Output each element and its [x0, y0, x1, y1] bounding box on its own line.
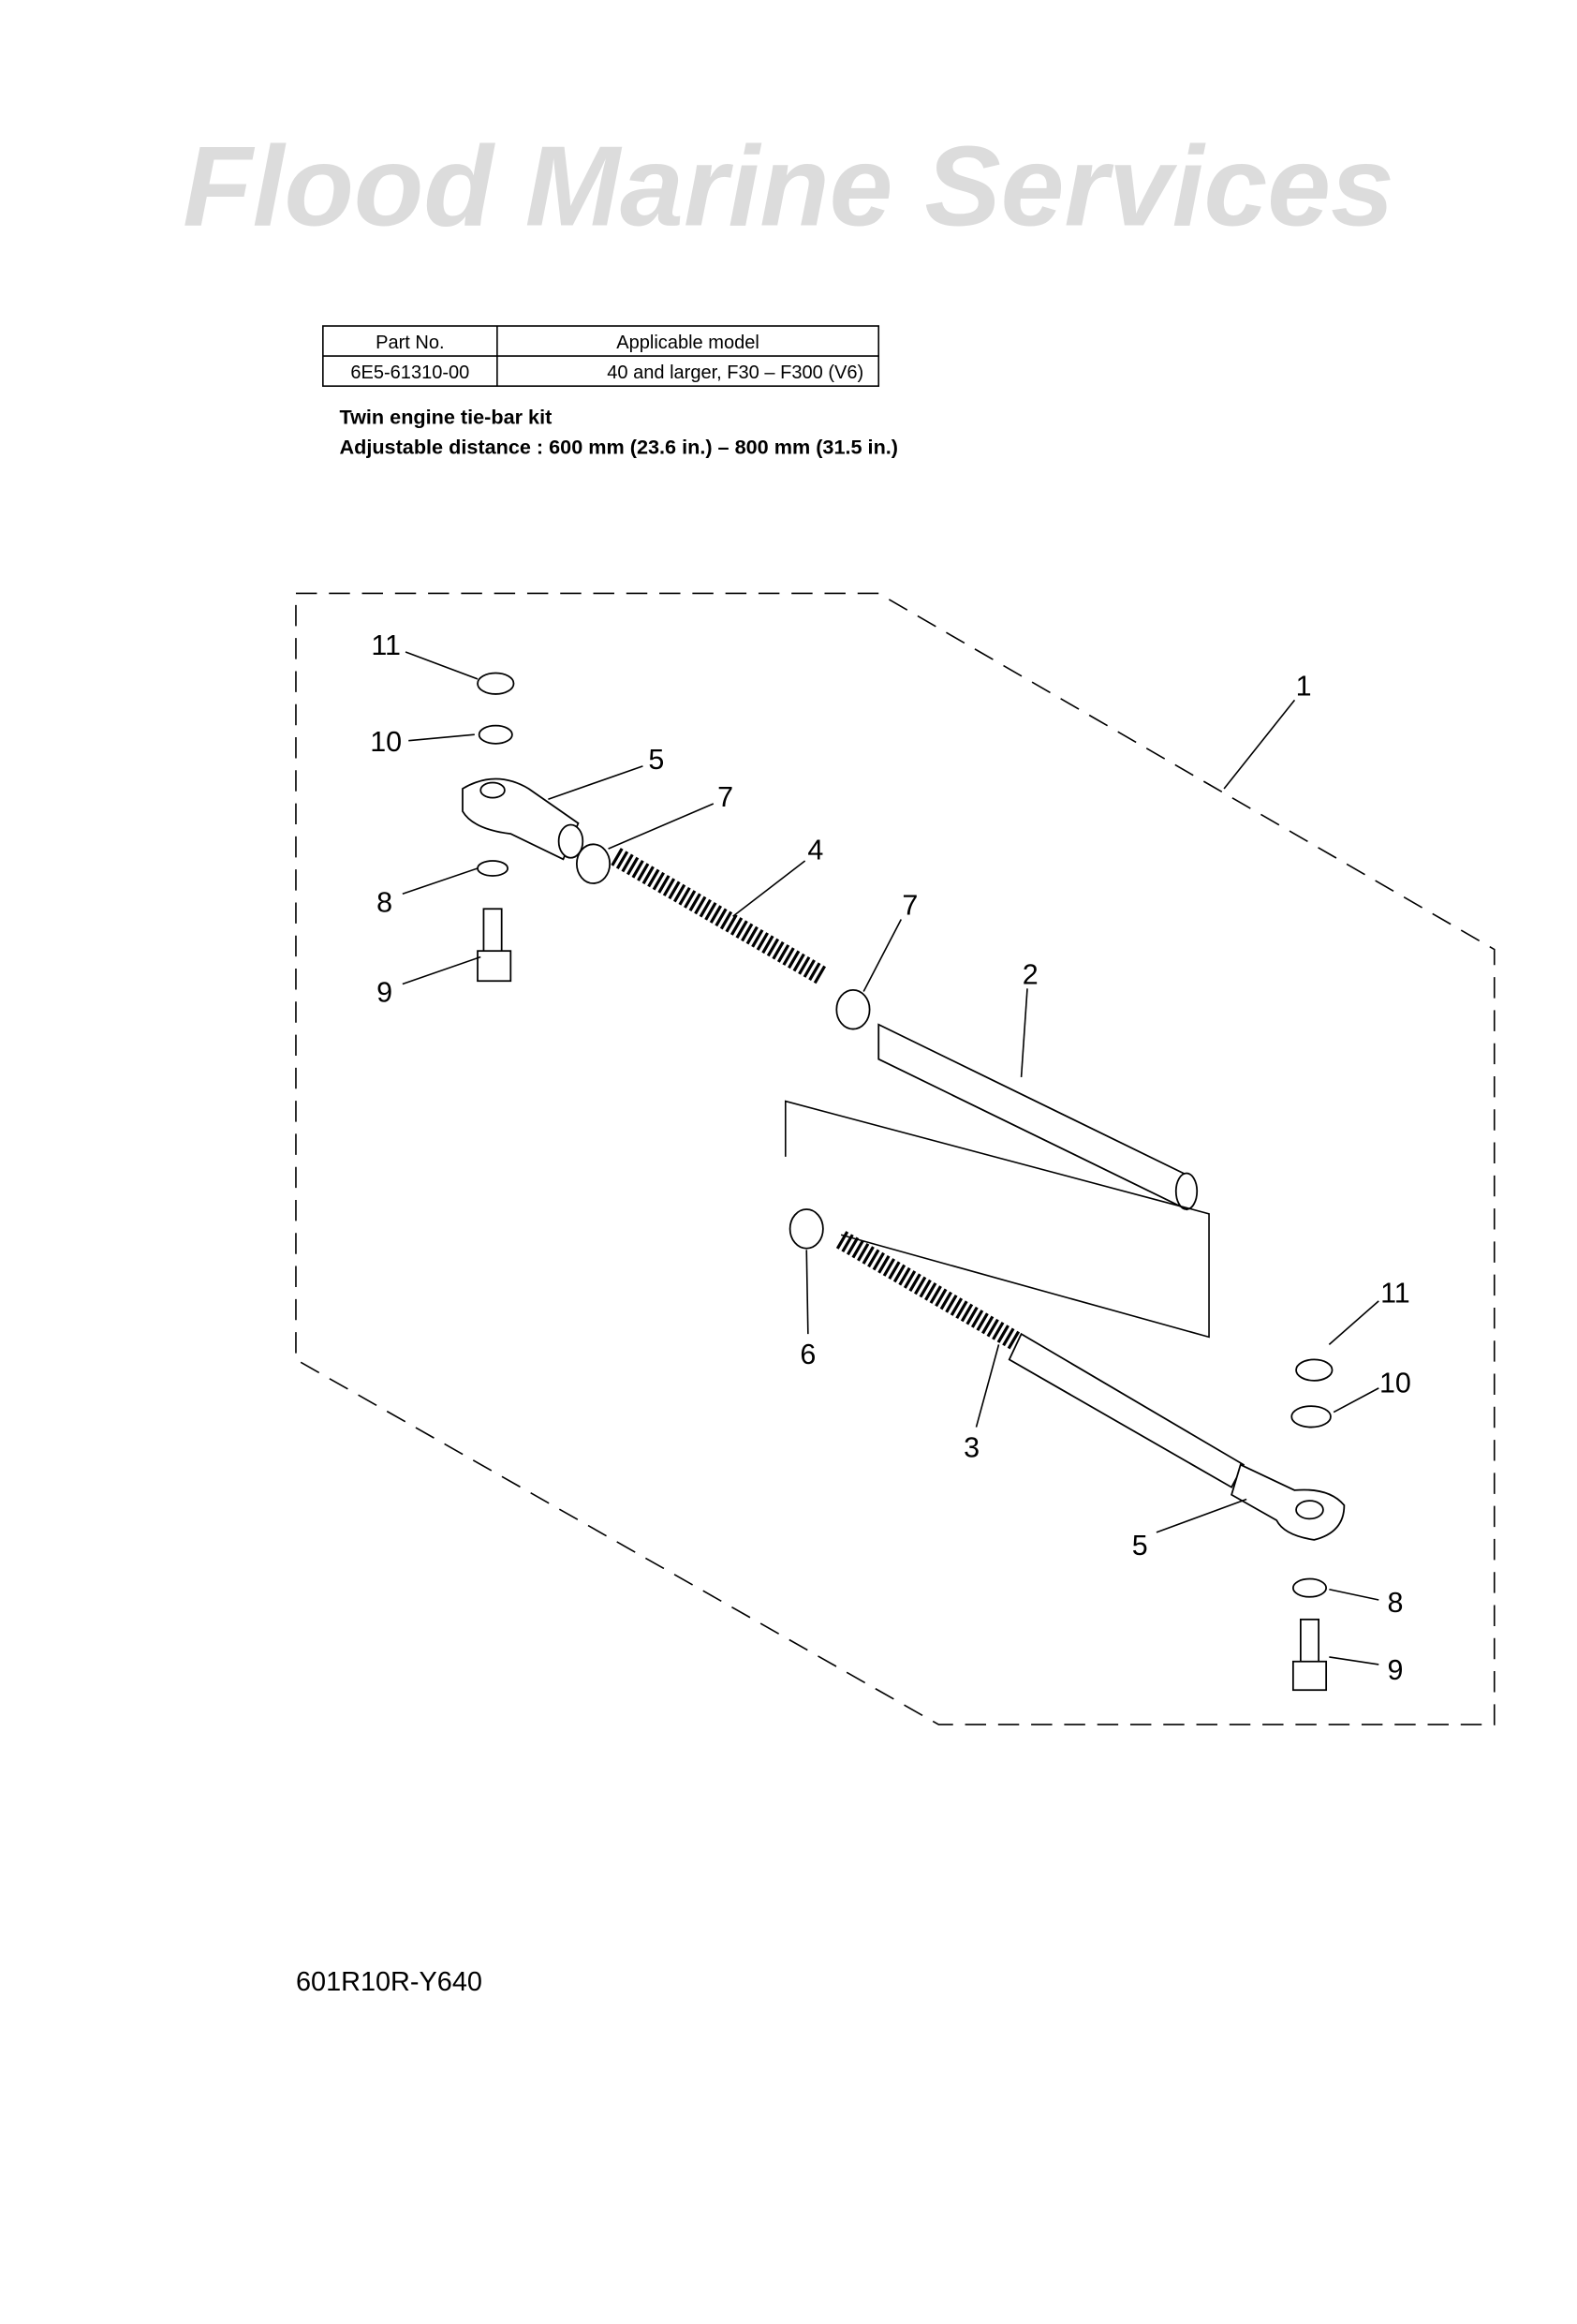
callout-5-lower: 5 — [1132, 1530, 1148, 1562]
part-table: Part No. Applicable model 6E5-61310-00 4… — [322, 325, 880, 387]
callout-1: 1 — [1296, 671, 1312, 703]
leader-lines — [402, 651, 1379, 1665]
cell-applicable-model: 40 and larger, F30 – F300 (V6) — [607, 363, 863, 383]
callout-7-upper: 7 — [717, 781, 733, 813]
cell-part-no: 6E5-61310-00 — [350, 363, 469, 383]
callout-9-upper: 9 — [376, 977, 392, 1009]
bolt-9-upper — [482, 908, 503, 958]
nut-7-lower — [835, 988, 871, 1030]
callout-10-lower: 10 — [1379, 1368, 1411, 1399]
parts-drawing — [462, 672, 1346, 1692]
rod-end-5-lower — [1231, 1463, 1346, 1541]
callout-6: 6 — [800, 1339, 816, 1370]
callout-8-lower: 8 — [1387, 1587, 1403, 1619]
kit-title: Twin engine tie-bar kit — [339, 405, 552, 428]
nut-11-upper — [477, 672, 515, 695]
diagram-code: 601R10R-Y640 — [296, 1967, 482, 1997]
callout-3: 3 — [964, 1432, 980, 1464]
callout-11-lower: 11 — [1380, 1277, 1410, 1309]
kit-boundary — [295, 592, 1496, 1725]
callout-10-upper: 10 — [370, 726, 402, 758]
washer-8-upper — [477, 860, 508, 877]
callout-9-lower: 9 — [1387, 1654, 1403, 1686]
assembly-guide — [784, 1100, 1210, 1339]
washer-8-lower — [1291, 1577, 1328, 1598]
header-applicable-model: Applicable model — [616, 333, 759, 353]
nut-6 — [788, 1208, 824, 1250]
header-part-no: Part No. — [376, 333, 444, 353]
callout-4: 4 — [807, 834, 823, 866]
tube-2 — [877, 1023, 1187, 1211]
watermark: Flood Marine Services — [183, 123, 1394, 250]
threaded-rod-4 — [611, 848, 829, 985]
nut-7-upper — [575, 843, 612, 884]
washer-10-lower — [1290, 1405, 1332, 1428]
kit-spec: Adjustable distance : 600 mm (23.6 in.) … — [339, 435, 898, 458]
callout-7-lower: 7 — [902, 890, 918, 922]
callout-11-upper: 11 — [371, 629, 401, 661]
callout-5-upper: 5 — [648, 744, 664, 776]
callout-2: 2 — [1023, 958, 1039, 990]
callout-8-upper: 8 — [376, 886, 392, 918]
nut-11-lower — [1295, 1358, 1334, 1382]
threaded-rod-3 — [835, 1231, 1026, 1354]
washer-10-upper — [478, 724, 513, 745]
bolt-9-lower — [1299, 1618, 1320, 1669]
